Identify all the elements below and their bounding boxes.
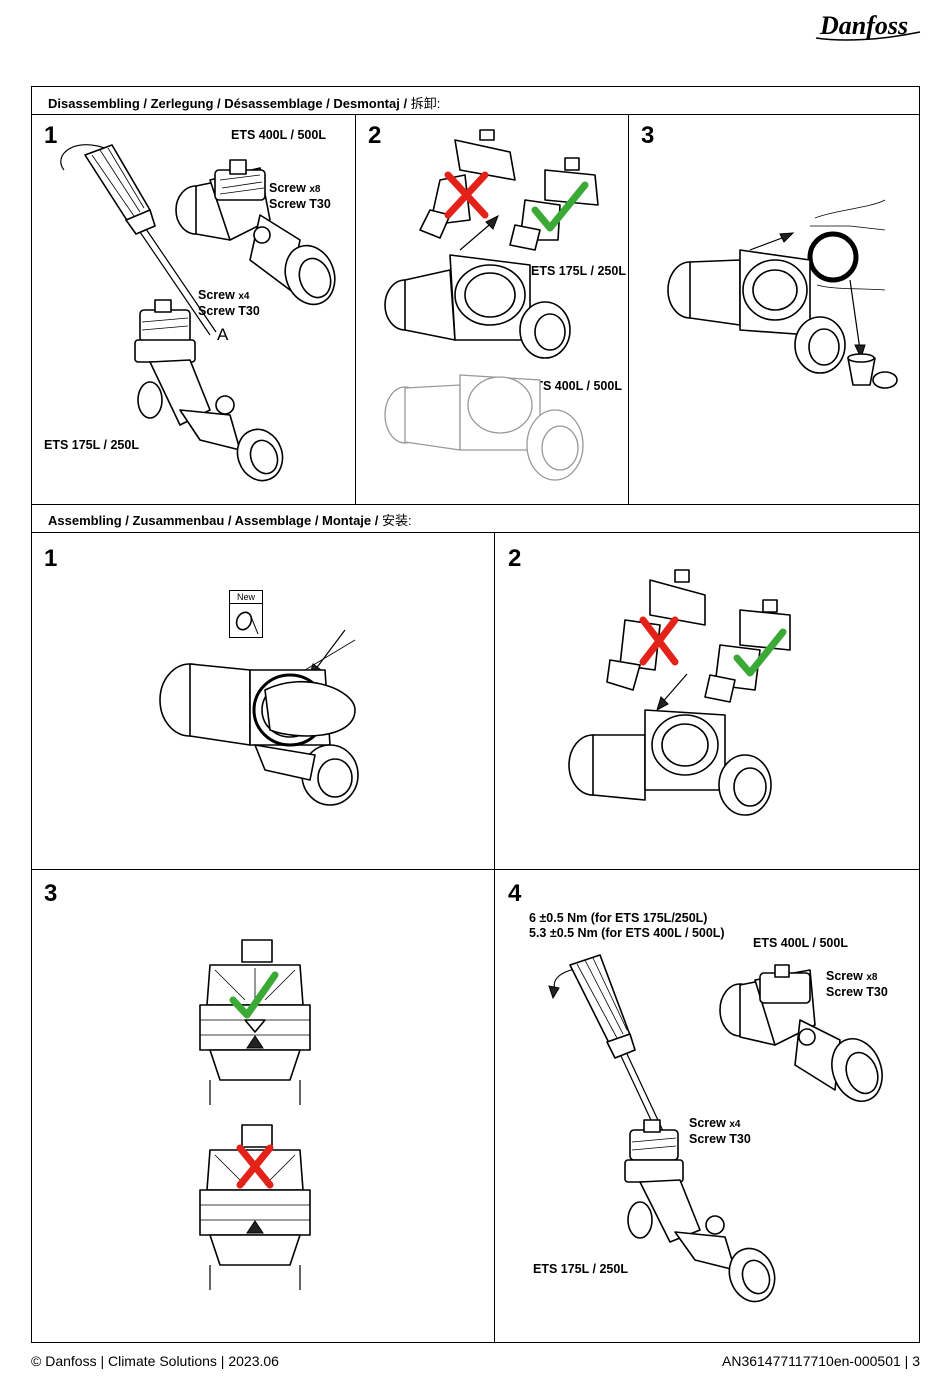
detail-letter: A: [217, 325, 229, 344]
valve-ets175-illustration: [624, 1119, 776, 1303]
insert-alignment-illustration: [568, 569, 791, 816]
step-number: 1: [44, 545, 58, 572]
divider: [494, 532, 495, 1343]
disassembling-title-cjk: 拆卸:: [410, 96, 441, 111]
cross-mark: [444, 171, 489, 219]
model-label: ETS 400L / 500L: [527, 379, 622, 393]
model-label: ETS 400L / 500L: [231, 128, 326, 142]
assembling-title-cjk: 安装:: [382, 513, 412, 528]
danfoss-logo: Danfoss: [815, 11, 921, 41]
check-mark: [229, 971, 279, 1019]
o-ring-fitting-illustration: [159, 629, 359, 806]
valve-ets400-illustration: [175, 159, 336, 306]
model-label: ETS 175L / 250L: [44, 438, 139, 452]
o-ring-icon: [235, 611, 259, 635]
model-label: ETS 175L / 250L: [531, 264, 626, 278]
step-number: 3: [641, 122, 655, 149]
assembling-title: Assembling / Zusammenbau / Assemblage / …: [48, 513, 412, 528]
valve-ets175-illustration: [134, 299, 284, 482]
step-number: 2: [368, 122, 382, 149]
new-oring-badge: New: [229, 590, 263, 638]
step-number: 3: [44, 880, 58, 907]
cross-mark: [236, 1144, 274, 1189]
divider: [31, 532, 920, 533]
check-mark: [531, 181, 589, 232]
alignment-check-illustration: [199, 939, 311, 1290]
svg-text:Danfoss: Danfoss: [819, 11, 908, 40]
divider: [355, 114, 356, 504]
valve-ets400-illustration: [719, 964, 883, 1102]
check-mark: [733, 628, 787, 677]
o-ring-removal-illustration: [667, 199, 898, 389]
divider: [628, 114, 629, 504]
divider: [31, 869, 920, 870]
step-number: 1: [44, 122, 58, 149]
footer-right: AN361477117710en-000501 | 3: [722, 1353, 920, 1369]
disassembling-title: Disassembling / Zerlegung / Désassemblag…: [48, 96, 441, 111]
model-label: ETS 400L / 500L: [753, 936, 848, 950]
footer-left: © Danfoss | Climate Solutions | 2023.06: [31, 1353, 279, 1369]
disassembling-frame: [31, 86, 920, 1343]
step-number: 4: [508, 880, 522, 907]
new-label: New: [230, 591, 262, 604]
model-label: ETS 175L / 250L: [533, 1262, 628, 1276]
disassembly-parts-illustration: [384, 129, 599, 481]
torque-spec: 6 ±0.5 Nm (for ETS 175L/250L)5.3 ±0.5 Nm…: [529, 911, 725, 940]
cross-mark: [639, 616, 679, 666]
step-number: 2: [508, 545, 522, 572]
screwdriver-illustration: [60, 144, 217, 336]
divider: [31, 114, 920, 115]
divider: [31, 504, 920, 505]
